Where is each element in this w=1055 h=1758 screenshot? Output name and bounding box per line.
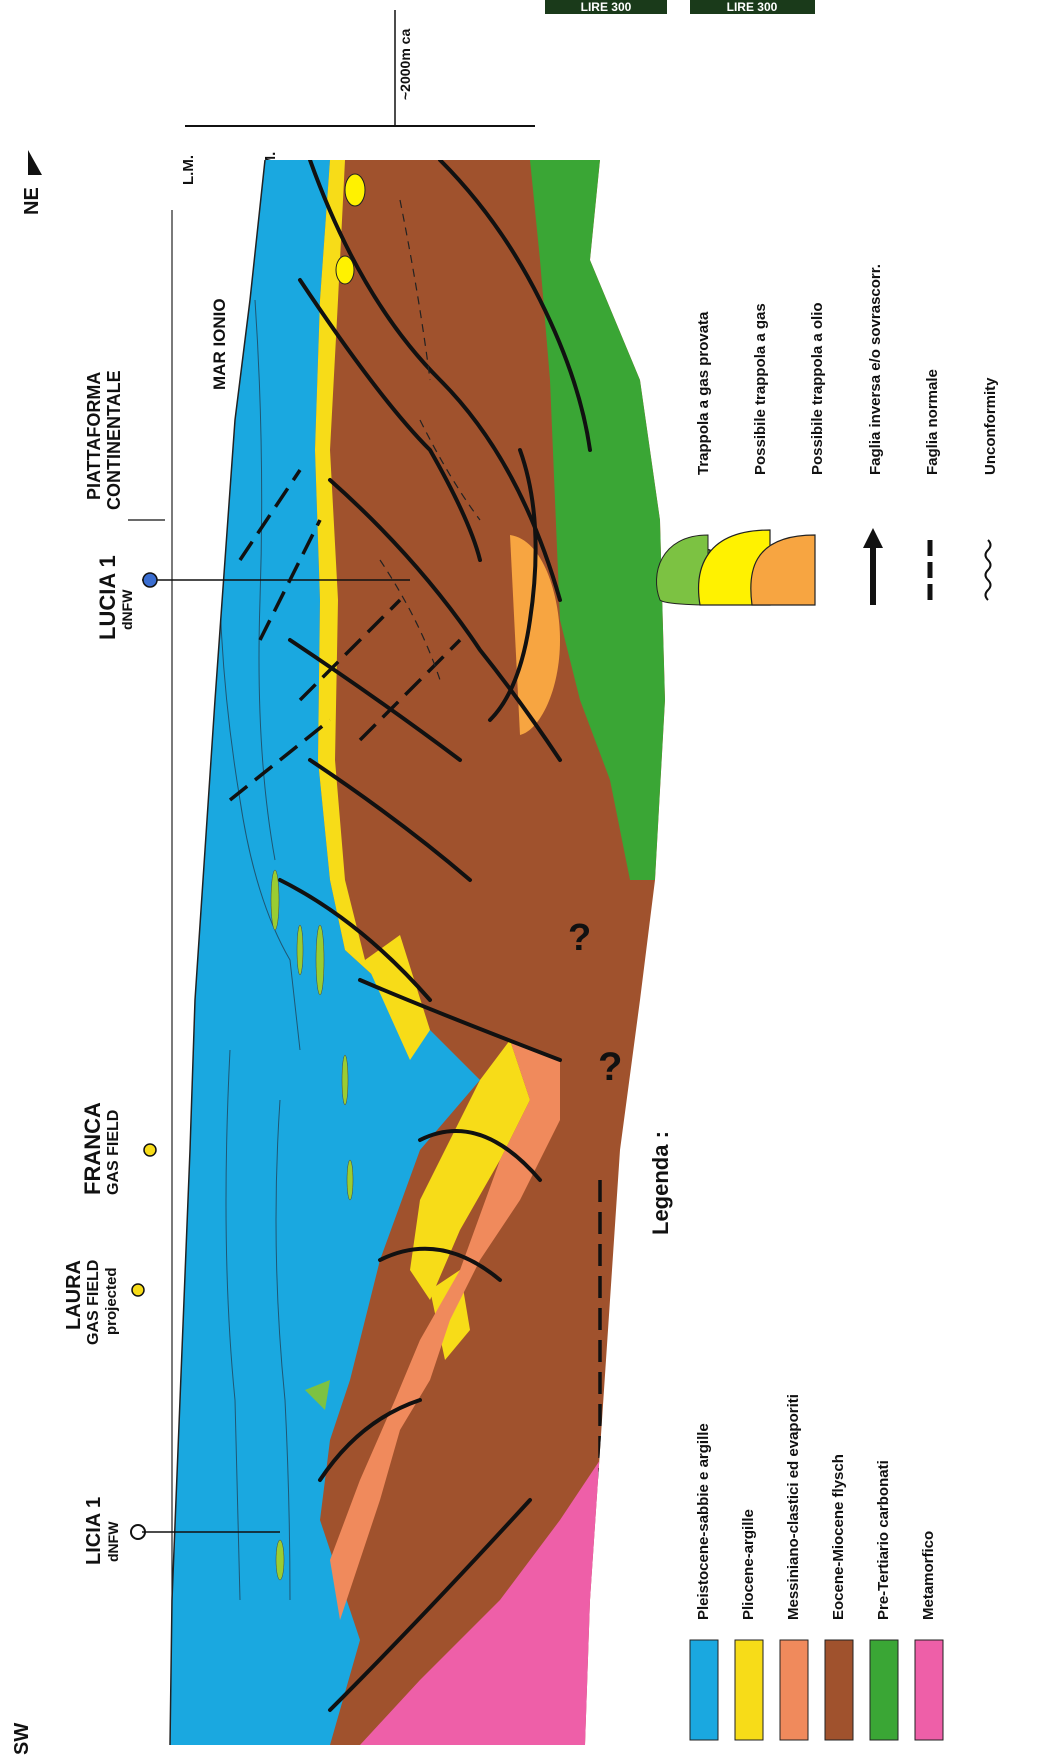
legend-label-thrust-fault: Faglia inversa e/o sovrascorr. [867,264,884,475]
well-name-franca: FRANCA [80,1102,105,1195]
legend-label-normal-fault: Faglia normale [924,369,941,475]
well-lucia: LUCIA 1 dNFW [95,555,157,640]
thrust-fault-icon [863,528,883,605]
legend-label-gas-trap: Possibile trappola a gas [752,303,769,475]
ne-label: NE [21,187,43,215]
legend-swatch-pleistocene [690,1640,718,1740]
question-mark-2: ? [598,1045,622,1089]
legend-swatch-pliocene [735,1640,763,1740]
dry-well-icon [143,573,157,587]
unconformity-icon [986,540,991,600]
question-mark-1: ? [568,917,591,959]
sw-label: SW [11,1723,33,1755]
well-name-licia: LICIA 1 [83,1497,105,1565]
well-name-lucia: LUCIA 1 [95,555,120,640]
well-type-licia: dNFW [105,1521,121,1562]
gas-trap-2 [336,256,354,284]
well-laura: LAURA GAS FIELD projected [63,1260,144,1345]
well-type-laura: GAS FIELD [85,1260,102,1345]
legend-label-messiniano: Messiniano-clastici ed evaporiti [785,1394,802,1620]
legend-swatch-carbonati [870,1640,898,1740]
legend: Legenda : Pleistocene-sabbie e argille P… [648,264,999,1740]
direction-sw: SW [11,1723,33,1755]
legend-swatch-flysch [825,1640,853,1740]
platform-line2: CONTINENTALE [104,370,124,510]
legend-label-pliocene: Pliocene-argille [740,1509,757,1620]
legend-swatch-messiniano [780,1640,808,1740]
stamp-2-text: LIRE 300 [727,0,778,14]
legend-label-pleistocene: Pleistocene-sabbie e argille [695,1423,712,1620]
scale-bar: ~2000m ca [185,10,535,126]
well-name-laura: LAURA [63,1260,85,1330]
scale-label: ~2000m ca [397,29,413,100]
direction-ne: NE [21,150,43,215]
stamps: LIRE 300 LIRE 300 [545,0,815,14]
well-franca: FRANCA GAS FIELD [80,1102,156,1195]
gas-well-icon [144,1144,156,1156]
legend-label-metamorfico: Metamorfico [920,1531,937,1620]
gas-trap-1 [345,174,365,206]
sea-level-label: L.M. [180,155,197,185]
legend-label-flysch: Eocene-Miocene flysch [830,1454,847,1620]
stamp-1-text: LIRE 300 [581,0,632,14]
legend-label-proven-trap: Trappola a gas provata [695,311,712,475]
legend-symbols: Trappola a gas provata Possibile trappol… [656,264,999,605]
well-licia: LICIA 1 dNFW [83,1497,145,1565]
legend-label-unconformity: Unconformity [982,377,999,475]
legend-swatch-metamorfico [915,1640,943,1740]
platform-line1: PIATTAFORMA [84,372,104,500]
north-arrow-icon [28,150,42,175]
legend-title: Legenda : [648,1131,673,1235]
gas-well-icon [132,1284,144,1296]
legend-label-carbonati: Pre-Tertiario carbonati [875,1460,892,1620]
legend-label-oil-trap: Possibile trappola a olio [809,302,826,475]
legend-units: Pleistocene-sabbie e argille Pliocene-ar… [690,1394,943,1740]
sea-label: MAR IONIO [210,298,229,390]
platform-label: PIATTAFORMA CONTINENTALE [84,370,165,520]
well-note-laura: projected [103,1267,120,1335]
well-type-franca: GAS FIELD [105,1110,122,1195]
well-type-lucia: dNFW [119,589,135,630]
